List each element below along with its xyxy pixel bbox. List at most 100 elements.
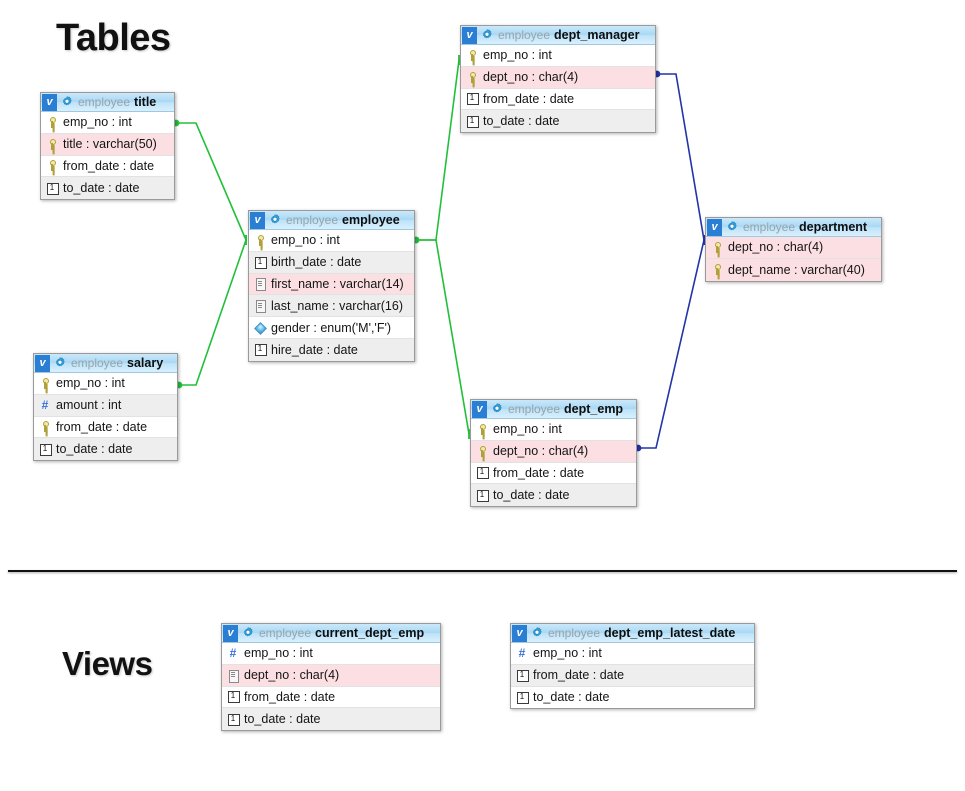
date-icon xyxy=(39,443,52,456)
key-icon xyxy=(476,423,488,436)
entity-field-label: emp_no : int xyxy=(244,646,313,661)
entity-field-row[interactable]: emp_no : int xyxy=(461,45,655,67)
entity-field-label: to_date : date xyxy=(56,442,133,457)
entity-schema-label: employee xyxy=(259,626,312,640)
entity-field-label: dept_no : char(4) xyxy=(728,240,824,255)
relation-dept_emp-to-department xyxy=(634,235,705,452)
gear-icon xyxy=(481,29,493,41)
entity-field-label: to_date : date xyxy=(63,181,140,196)
entity-field-row[interactable]: emp_no : int xyxy=(249,230,414,252)
key-icon xyxy=(254,234,266,247)
entity-field-row[interactable]: dept_no : char(4) xyxy=(222,664,440,687)
entity-field-row[interactable]: from_date : date xyxy=(41,155,174,178)
entity-field-row[interactable]: hire_date : date xyxy=(249,338,414,361)
entity-field-row[interactable]: gender : enum('M','F') xyxy=(249,317,414,339)
gear-icon xyxy=(61,96,73,108)
entity-field-row[interactable]: to_date : date xyxy=(511,686,754,709)
date-icon xyxy=(254,343,267,357)
key-icon xyxy=(46,159,58,172)
entity-field-row[interactable]: from_date : date xyxy=(461,88,655,111)
entity-field-row[interactable]: from_date : date xyxy=(511,664,754,687)
view-badge-icon: v xyxy=(42,93,57,111)
gear-icon xyxy=(491,403,503,415)
entity-field-label: from_date : date xyxy=(56,419,148,434)
view-badge-icon: v xyxy=(472,400,487,418)
text-icon xyxy=(227,669,239,683)
date-icon xyxy=(476,466,489,480)
entity-field-row[interactable]: emp_no : int xyxy=(511,643,754,665)
view-badge-icon: v xyxy=(707,218,722,236)
relation-employee-to-dept_manager xyxy=(412,55,460,244)
entity-field-row[interactable]: dept_no : char(4) xyxy=(461,66,655,89)
date-icon xyxy=(46,182,59,195)
section-title-views: Views xyxy=(62,645,153,682)
key-icon xyxy=(711,241,723,254)
entity-field-row[interactable]: emp_no : int xyxy=(222,643,440,665)
gear-icon xyxy=(726,221,738,233)
entity-field-row[interactable]: first_name : varchar(14) xyxy=(249,273,414,296)
entity-field-label: emp_no : int xyxy=(533,646,602,661)
entity-field-label: gender : enum('M','F') xyxy=(271,320,392,335)
key-icon xyxy=(46,116,58,129)
key-icon xyxy=(466,49,478,62)
relation-employee-to-dept_emp xyxy=(412,236,470,439)
key-icon xyxy=(46,138,58,151)
entity-field-row[interactable]: dept_name : varchar(40) xyxy=(706,258,881,281)
entity-field-row[interactable]: dept_no : char(4) xyxy=(471,440,636,463)
text-icon xyxy=(254,277,266,292)
entity-field-row[interactable]: title : varchar(50) xyxy=(41,133,174,156)
view-badge-icon: v xyxy=(223,624,238,642)
entity-field-label: dept_no : char(4) xyxy=(493,444,589,459)
entity-field-row[interactable]: emp_no : int xyxy=(471,419,636,441)
entity-field-row[interactable]: emp_no : int xyxy=(34,373,177,395)
section-divider xyxy=(8,570,957,572)
entity-field-row[interactable]: to_date : date xyxy=(471,484,636,507)
number-icon xyxy=(516,646,528,660)
gear-icon xyxy=(54,357,66,369)
view-badge-icon: v xyxy=(462,26,477,44)
entity-field-label: from_date : date xyxy=(533,668,625,683)
number-icon xyxy=(227,646,239,660)
entity-field-row[interactable]: to_date : date xyxy=(222,708,440,731)
entity-name-label: dept_manager xyxy=(554,28,640,42)
entity-field-row[interactable]: to_date : date xyxy=(34,438,177,461)
entity-field-row[interactable]: dept_no : char(4) xyxy=(706,237,881,259)
entity-schema-label: employee xyxy=(71,356,124,370)
view-badge-icon: v xyxy=(512,624,527,642)
key-icon xyxy=(39,377,51,390)
entity-field-row[interactable]: emp_no : int xyxy=(41,112,174,134)
entity-schema-label: employee xyxy=(78,95,131,109)
entity-field-label: amount : int xyxy=(56,398,122,413)
enum-icon xyxy=(254,321,266,334)
relation-salary-to-employee xyxy=(175,235,247,389)
entity-field-row[interactable]: last_name : varchar(16) xyxy=(249,295,414,318)
entity-field-row[interactable]: birth_date : date xyxy=(249,251,414,274)
entity-name-label: title xyxy=(134,95,157,109)
entity-field-row[interactable]: to_date : date xyxy=(41,177,174,200)
entity-field-row[interactable]: from_date : date xyxy=(222,686,440,709)
entity-name-label: salary xyxy=(127,356,164,370)
entity-field-row[interactable]: from_date : date xyxy=(34,416,177,439)
entity-field-row[interactable]: to_date : date xyxy=(461,110,655,133)
section-title-tables: Tables xyxy=(56,17,171,59)
entity-field-row[interactable]: from_date : date xyxy=(471,462,636,485)
entity-name-label: current_dept_emp xyxy=(315,626,425,640)
date-icon xyxy=(254,256,267,269)
entity-field-row[interactable]: amount : int xyxy=(34,394,177,417)
